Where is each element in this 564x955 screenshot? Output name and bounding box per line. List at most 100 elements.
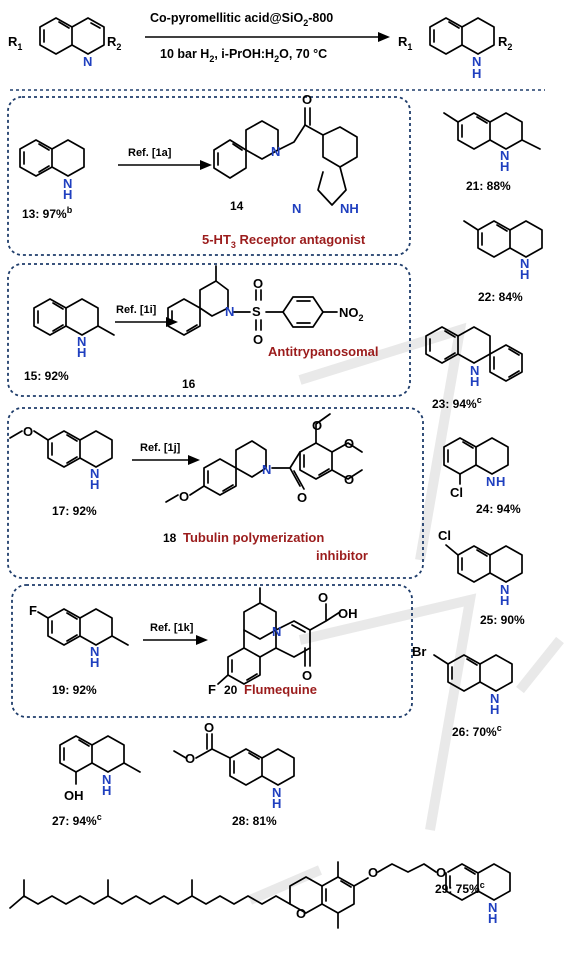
compound-21: N H xyxy=(443,112,541,174)
oh-27: OH xyxy=(64,788,84,803)
arrow-1j: Ref. [1j] xyxy=(132,442,200,465)
ome3-18: O xyxy=(344,472,354,487)
quinoline-n: N xyxy=(83,54,92,69)
n-22: N xyxy=(520,256,529,271)
compound-20: N O OH O F xyxy=(208,587,358,697)
thq-n: N xyxy=(472,54,481,69)
condition-solvent: 10 bar H2, i-PrOH:H2O, 70 °C xyxy=(160,47,327,64)
label-16: 16 xyxy=(182,377,196,391)
br-26: Br xyxy=(412,644,426,659)
label-15: 15: 92% xyxy=(24,369,69,383)
ether-o2-29: O xyxy=(436,865,446,880)
label-28: 28: 81% xyxy=(232,814,277,828)
compound-29: O O O N H xyxy=(9,861,511,929)
h-24: H xyxy=(496,474,505,489)
label-25: 25: 90% xyxy=(480,613,525,627)
h-26: H xyxy=(490,702,499,717)
compound-14: N O N NH xyxy=(213,92,359,216)
h-15: H xyxy=(77,345,86,360)
compound-18: N O O O O O xyxy=(165,413,363,505)
r1-label-product: R1 xyxy=(398,34,412,52)
r2-label-product: R2 xyxy=(498,34,512,52)
arrow-1i: Ref. [1i] xyxy=(115,304,178,327)
ome1-18: O xyxy=(312,418,322,433)
h-23: H xyxy=(470,374,479,389)
arrow-1a: Ref. [1a] xyxy=(118,147,212,170)
n-27: N xyxy=(102,772,111,787)
compound-19: F N H xyxy=(29,603,129,670)
ketone-o-20: O xyxy=(302,668,312,683)
ether-o1-29: O xyxy=(368,865,378,880)
n-17: N xyxy=(90,466,99,481)
thq-h: H xyxy=(472,66,481,81)
o-acid-20: O xyxy=(318,590,328,605)
ome2-18: O xyxy=(344,436,354,451)
box-15-16 xyxy=(7,263,411,397)
compound-23: N H xyxy=(425,326,523,389)
ref-1a: Ref. [1a] xyxy=(128,147,172,159)
ome-o-18: O xyxy=(179,489,189,504)
label-26: 26: 70%c xyxy=(452,723,502,739)
compound-13: N H xyxy=(19,139,85,202)
h-28: H xyxy=(272,796,281,811)
n-13: N xyxy=(63,176,72,191)
ring-o-29: O xyxy=(296,906,306,921)
r2-label: R2 xyxy=(107,34,121,52)
compound-25: Cl N H xyxy=(438,528,523,608)
h-19: H xyxy=(90,655,99,670)
h-29: H xyxy=(488,911,497,926)
compound-24: Cl N H xyxy=(443,437,509,500)
label-17: 17: 92% xyxy=(52,504,97,518)
tag-16: Antitrypanosomal xyxy=(268,344,379,359)
n-20: N xyxy=(272,624,281,639)
cl-24: Cl xyxy=(450,485,463,500)
no2-16: NO2 xyxy=(339,305,364,323)
n-15: N xyxy=(77,334,86,349)
h-21: H xyxy=(500,159,509,174)
n-28: N xyxy=(272,785,281,800)
watermark xyxy=(248,322,564,905)
label-13: 13: 97%b xyxy=(22,205,73,221)
box-13-14 xyxy=(7,96,411,256)
f-19: F xyxy=(29,603,37,618)
n-16: N xyxy=(225,304,234,319)
h-17: H xyxy=(90,477,99,492)
oh-20: OH xyxy=(338,606,358,621)
carbonyl-o-18: O xyxy=(297,490,307,505)
tag-18-line1: Tubulin polymerization xyxy=(183,530,324,545)
ref-1j: Ref. [1j] xyxy=(140,442,181,454)
tag-14: 5-HT3 Receptor antagonist xyxy=(202,232,366,250)
n-imidazole: N xyxy=(292,201,301,216)
box-19-20 xyxy=(11,584,413,718)
compound-22: N H xyxy=(463,220,543,282)
ester-o-28: O xyxy=(185,751,195,766)
compound-27: OH N H xyxy=(59,735,141,803)
header-product: R1 R2 N H xyxy=(398,17,512,81)
s-16: S xyxy=(252,304,261,319)
o2-16: O xyxy=(253,332,263,347)
box-17-18 xyxy=(7,407,424,579)
n-14: N xyxy=(271,144,280,159)
o1-16: O xyxy=(253,276,263,291)
condition-catalyst: Co-pyromellitic acid@SiO2-800 xyxy=(150,11,333,28)
compound-17: O N H xyxy=(9,424,113,492)
tag-18-line2: inhibitor xyxy=(316,548,368,563)
n-26: N xyxy=(490,691,499,706)
arrow-1k: Ref. [1k] xyxy=(143,622,208,645)
h-27: H xyxy=(102,783,111,798)
n-25: N xyxy=(500,582,509,597)
n-29: N xyxy=(488,900,497,915)
carbonyl-o-28: O xyxy=(204,720,214,735)
label-24: 24: 94% xyxy=(476,502,521,516)
label-23: 23: 94%c xyxy=(432,395,482,411)
n-18: N xyxy=(262,462,271,477)
h-13: H xyxy=(63,187,72,202)
n-24: N xyxy=(486,474,495,489)
label-20: 20 xyxy=(224,683,238,697)
r1-label: R1 xyxy=(8,34,22,52)
header-substrate: R1 R2 N xyxy=(8,17,121,69)
n-23: N xyxy=(470,363,479,378)
compound-28: O O N H xyxy=(173,720,295,811)
